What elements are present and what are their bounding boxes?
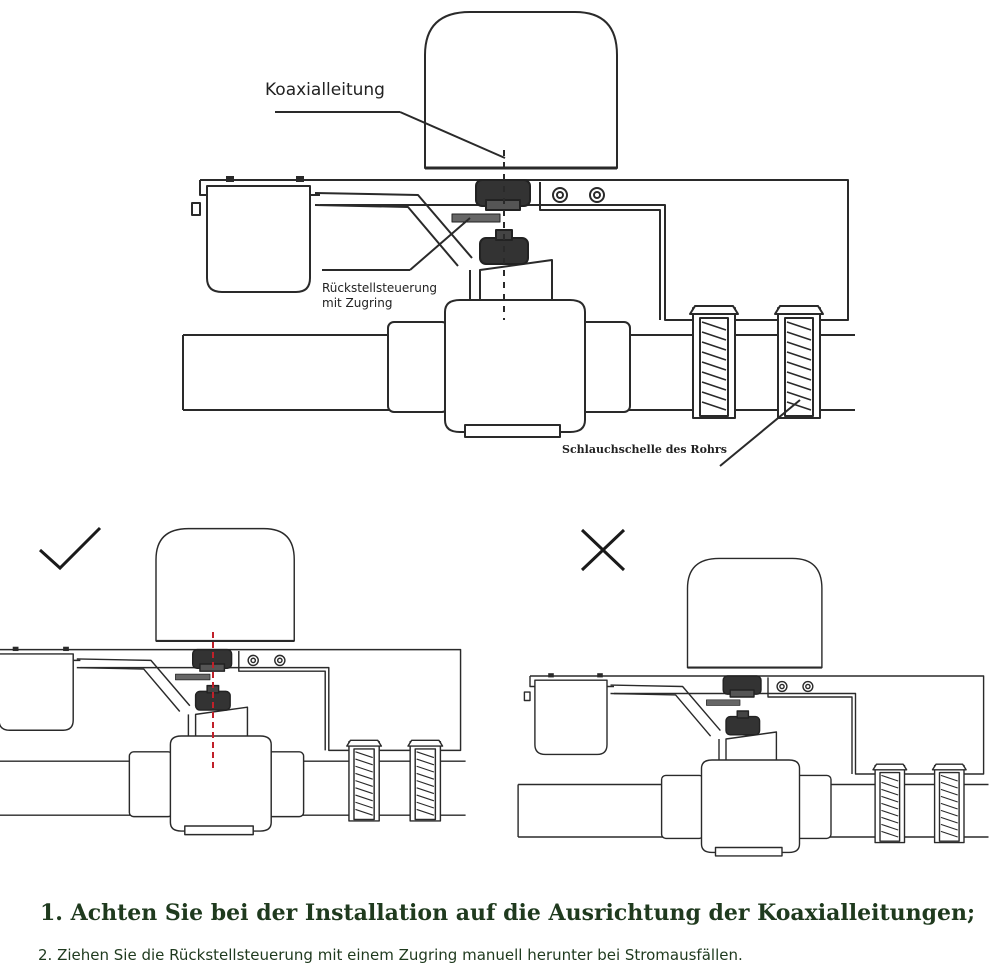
hose-clamp-label: Schlauchschelle des Rohrs <box>562 443 727 456</box>
correct-installation-figure <box>0 526 467 836</box>
reset-control-label-line1: Rückstellsteuerung <box>322 281 437 295</box>
large-valve-figure: Koaxialleitung Rückstellsteuerung mit Zu… <box>181 10 857 467</box>
cross-icon <box>580 528 626 572</box>
coaxial-label: Koaxialleitung <box>265 80 385 100</box>
wrong-installation-figure <box>517 528 990 857</box>
instruction-line-2: 2. Ziehen Sie die Rückstellsteuerung mit… <box>38 946 743 964</box>
instruction-line-1: 1. Achten Sie bei der Installation auf d… <box>40 900 976 926</box>
check-icon <box>38 526 102 571</box>
hose-clamp-leader-line <box>719 399 801 467</box>
reset-control-label-line2: mit Zugring <box>322 296 392 310</box>
